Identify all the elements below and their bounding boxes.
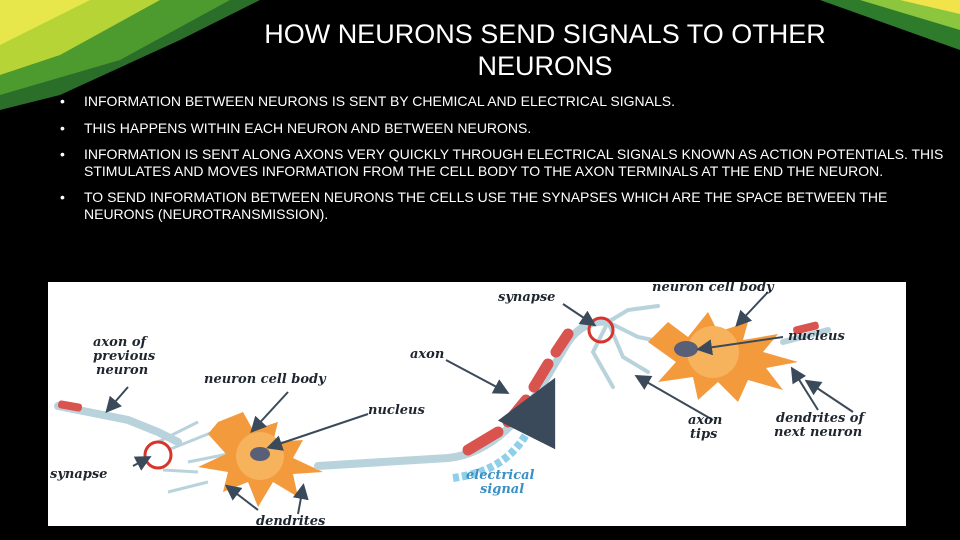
synapse-circle-top bbox=[587, 316, 615, 344]
label-axon: axon bbox=[410, 347, 444, 362]
label-dendrites-next-2: next neuron bbox=[774, 425, 862, 440]
bullet-item: • THIS HAPPENS WITHIN EACH NEURON AND BET… bbox=[58, 120, 948, 137]
right-neuron bbox=[648, 312, 831, 402]
bullet-item: • TO SEND INFORMATION BETWEEN NEURONS THE… bbox=[58, 189, 948, 222]
bullet-text: INFORMATION IS SENT ALONG AXONS VERY QUI… bbox=[84, 146, 944, 179]
label-neuron-cell-body-left: neuron cell body bbox=[204, 372, 327, 387]
title-line-2: NEURONS bbox=[477, 51, 613, 81]
bullet-marker: • bbox=[60, 146, 65, 162]
neuron-diagram-svg: synapse neuron cell body nucleus axon of… bbox=[50, 282, 866, 526]
label-nucleus-right: nucleus bbox=[788, 329, 845, 344]
label-axon-of-previous-2: previous bbox=[93, 349, 156, 364]
label-dendrites-next-1: dendrites of bbox=[776, 411, 866, 426]
bullet-marker: • bbox=[60, 93, 65, 109]
bullet-item: • INFORMATION IS SENT ALONG AXONS VERY QU… bbox=[58, 146, 948, 179]
bullet-marker: • bbox=[60, 189, 65, 205]
label-electrical-signal-1: electrical bbox=[466, 468, 535, 483]
label-neuron-cell-body-top: neuron cell body bbox=[652, 282, 775, 295]
bullet-item: • INFORMATION BETWEEN NEURONS IS SENT BY … bbox=[58, 93, 948, 110]
label-axon-tips-2: tips bbox=[690, 427, 718, 442]
axon-terminals bbox=[590, 304, 665, 389]
label-nucleus-left: nucleus bbox=[368, 403, 425, 418]
label-axon-of-previous-1: axon of bbox=[93, 335, 148, 350]
title-line-1: HOW NEURONS SEND SIGNALS TO OTHER bbox=[264, 19, 826, 49]
neuron-diagram: synapse neuron cell body nucleus axon of… bbox=[48, 282, 906, 526]
label-dendrites: dendrites bbox=[256, 514, 326, 526]
previous-axon bbox=[54, 400, 182, 446]
label-axon-tips-1: axon bbox=[688, 413, 722, 428]
label-axon-of-previous-3: neuron bbox=[96, 363, 148, 378]
label-arrows bbox=[105, 291, 854, 515]
corner-decoration bbox=[0, 0, 960, 110]
left-neuron bbox=[157, 412, 323, 507]
label-synapse-top: synapse bbox=[498, 290, 555, 305]
synapse-circle-left bbox=[143, 440, 173, 470]
main-axon bbox=[314, 317, 612, 470]
label-electrical-signal-2: signal bbox=[480, 482, 524, 497]
signal-arrow bbox=[452, 377, 556, 482]
bullet-text: TO SEND INFORMATION BETWEEN NEURONS THE … bbox=[84, 189, 888, 222]
bullet-marker: • bbox=[60, 119, 65, 136]
label-synapse-left: synapse bbox=[50, 467, 107, 482]
bullet-text: INFORMATION BETWEEN NEURONS IS SENT BY C… bbox=[84, 93, 675, 109]
bullet-text: THIS HAPPENS WITHIN EACH NEURON AND BETW… bbox=[84, 119, 532, 136]
bullet-list: • INFORMATION BETWEEN NEURONS IS SENT BY … bbox=[58, 93, 948, 232]
page-title: HOW NEURONS SEND SIGNALS TO OTHER NEURON… bbox=[210, 18, 880, 82]
